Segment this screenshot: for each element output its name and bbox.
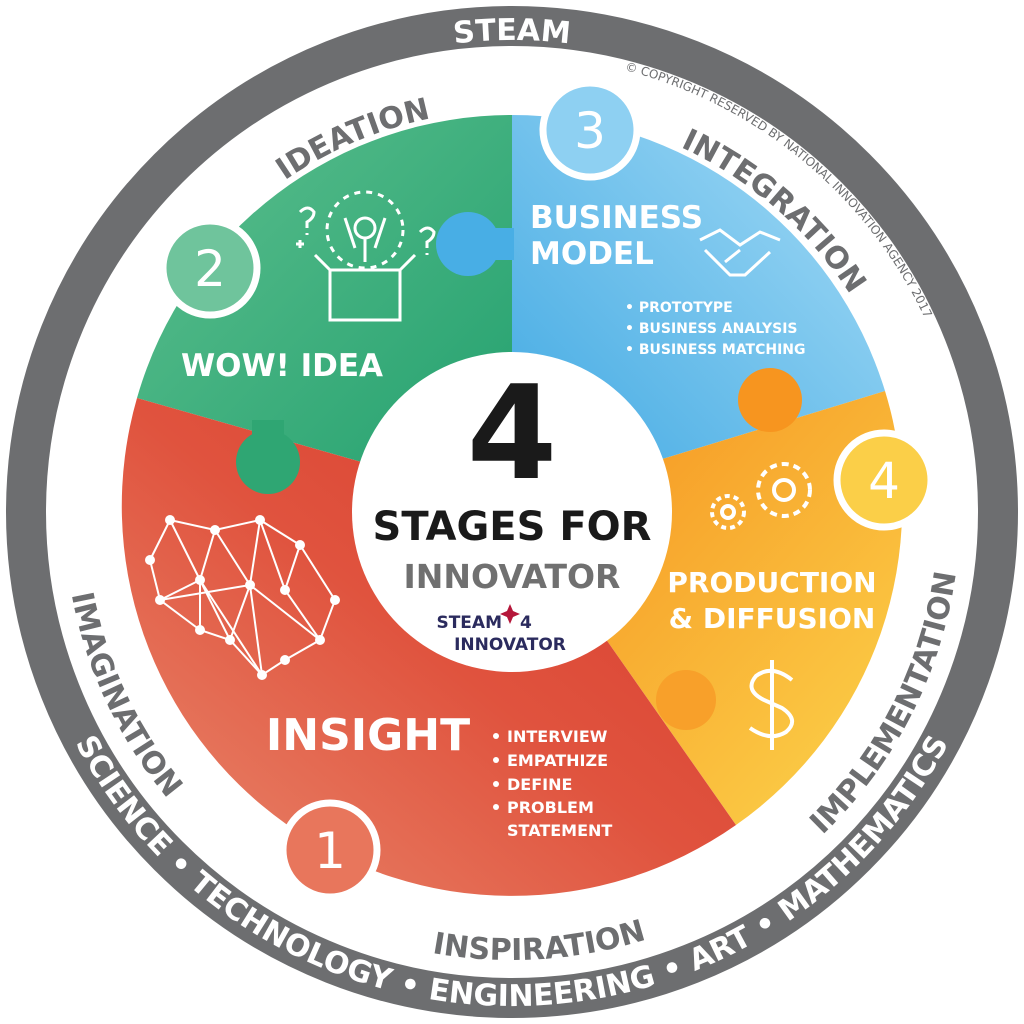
stage-1-bullet-dot xyxy=(493,804,499,810)
outer-steam-ring xyxy=(6,6,1018,1018)
gears-icon xyxy=(710,462,812,530)
stage-2-title: WOW! IDEA xyxy=(181,348,383,384)
center-big-number: 4 xyxy=(467,357,557,509)
stage-4-title-line1: PRODUCTION xyxy=(667,566,876,599)
stage-2-badge xyxy=(159,217,261,319)
ring-label-steam: STEAM xyxy=(452,13,573,51)
center-title-line2: INNOVATOR xyxy=(404,557,621,596)
star-icon xyxy=(500,604,520,624)
puzzle-tab-neck xyxy=(252,420,284,442)
puzzle-tab xyxy=(236,430,300,494)
stage-1-bullet: STATEMENT xyxy=(507,821,612,840)
steam4innovator-logo: STEAM 4 INNOVATOR xyxy=(436,604,566,655)
handshake-icon xyxy=(699,228,781,277)
brain-network-icon xyxy=(145,515,340,680)
stage-3-badge xyxy=(539,79,641,181)
stage-1-bullet: EMPATHIZE xyxy=(507,751,608,770)
dollar-icon xyxy=(748,660,794,750)
stage-3-title-line2: MODEL xyxy=(530,236,654,272)
stage-1-bullet-dot xyxy=(493,733,499,739)
stage-3-bullet: • BUSINESS ANALYSIS xyxy=(625,321,797,337)
stage-3-title-line1: BUSINESS xyxy=(530,200,703,236)
stage-3-number: 3 xyxy=(574,102,606,160)
stage-4-number: 4 xyxy=(868,452,900,510)
phase-label-inspiration: INSPIRATION xyxy=(431,913,649,968)
stage-3-bullet: • PROTOTYPE xyxy=(625,300,733,316)
stage-1-title: INSIGHT xyxy=(266,710,470,761)
stage-4-badge xyxy=(833,429,935,531)
stage-4-title-line2: & DIFFUSION xyxy=(669,602,876,635)
center-title-line1: STAGES FOR xyxy=(373,504,652,550)
puzzle-tab xyxy=(656,670,716,730)
stage-1-bullet-dot xyxy=(493,781,499,787)
logo-innovator: INNOVATOR xyxy=(454,635,566,655)
stage-2-number: 2 xyxy=(194,240,226,298)
stage-1-badge xyxy=(279,799,381,901)
puzzle-tab xyxy=(738,368,802,432)
stage-1-bullet: PROBLEM xyxy=(507,798,594,817)
logo-steam: STEAM xyxy=(436,613,502,633)
stage-1-bullet: INTERVIEW xyxy=(507,727,608,746)
stage-1-number: 1 xyxy=(314,822,346,880)
idea-box-person-icon xyxy=(296,190,436,322)
stage-3-bullet: • BUSINESS MATCHING xyxy=(625,342,805,358)
puzzle-tab xyxy=(436,212,500,276)
puzzle-tab-neck xyxy=(490,228,514,260)
stage-1-bullet-dot xyxy=(493,757,499,763)
stage-1-bullet: DEFINE xyxy=(507,775,572,794)
logo-number: 4 xyxy=(520,613,532,633)
center-circle xyxy=(352,352,672,672)
